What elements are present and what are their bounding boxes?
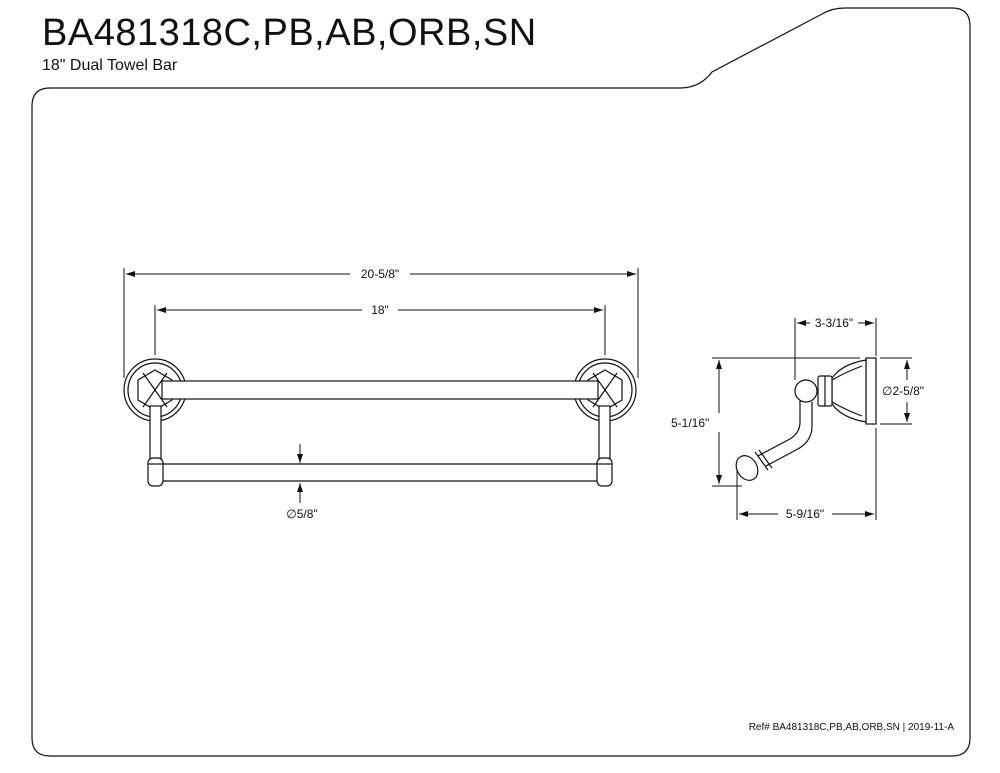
side-dimension-lines: [712, 318, 912, 520]
front-dimension-lines: [123, 268, 639, 503]
model-number-title: BA481318C,PB,AB,ORB,SN: [42, 12, 537, 54]
bar-diameter-label: ∅5/8": [286, 507, 317, 521]
depth-label: 5-9/16": [786, 507, 824, 521]
front-view: [123, 358, 637, 487]
reference-footer: Ref# BA481318C,PB,AB,ORB,SN | 2019-11-A: [748, 722, 954, 733]
sheet-border: [31, 7, 971, 757]
flange-diameter-label: ∅2-5/8": [882, 384, 924, 398]
product-description: 18" Dual Towel Bar: [42, 57, 178, 74]
overall-length-label: 20-5/8": [361, 267, 399, 281]
height-label: 5-1/16": [671, 416, 709, 430]
side-view: [735, 357, 877, 481]
bar-length-label: 18": [371, 303, 389, 317]
projection-label: 3-3/16": [815, 316, 853, 330]
